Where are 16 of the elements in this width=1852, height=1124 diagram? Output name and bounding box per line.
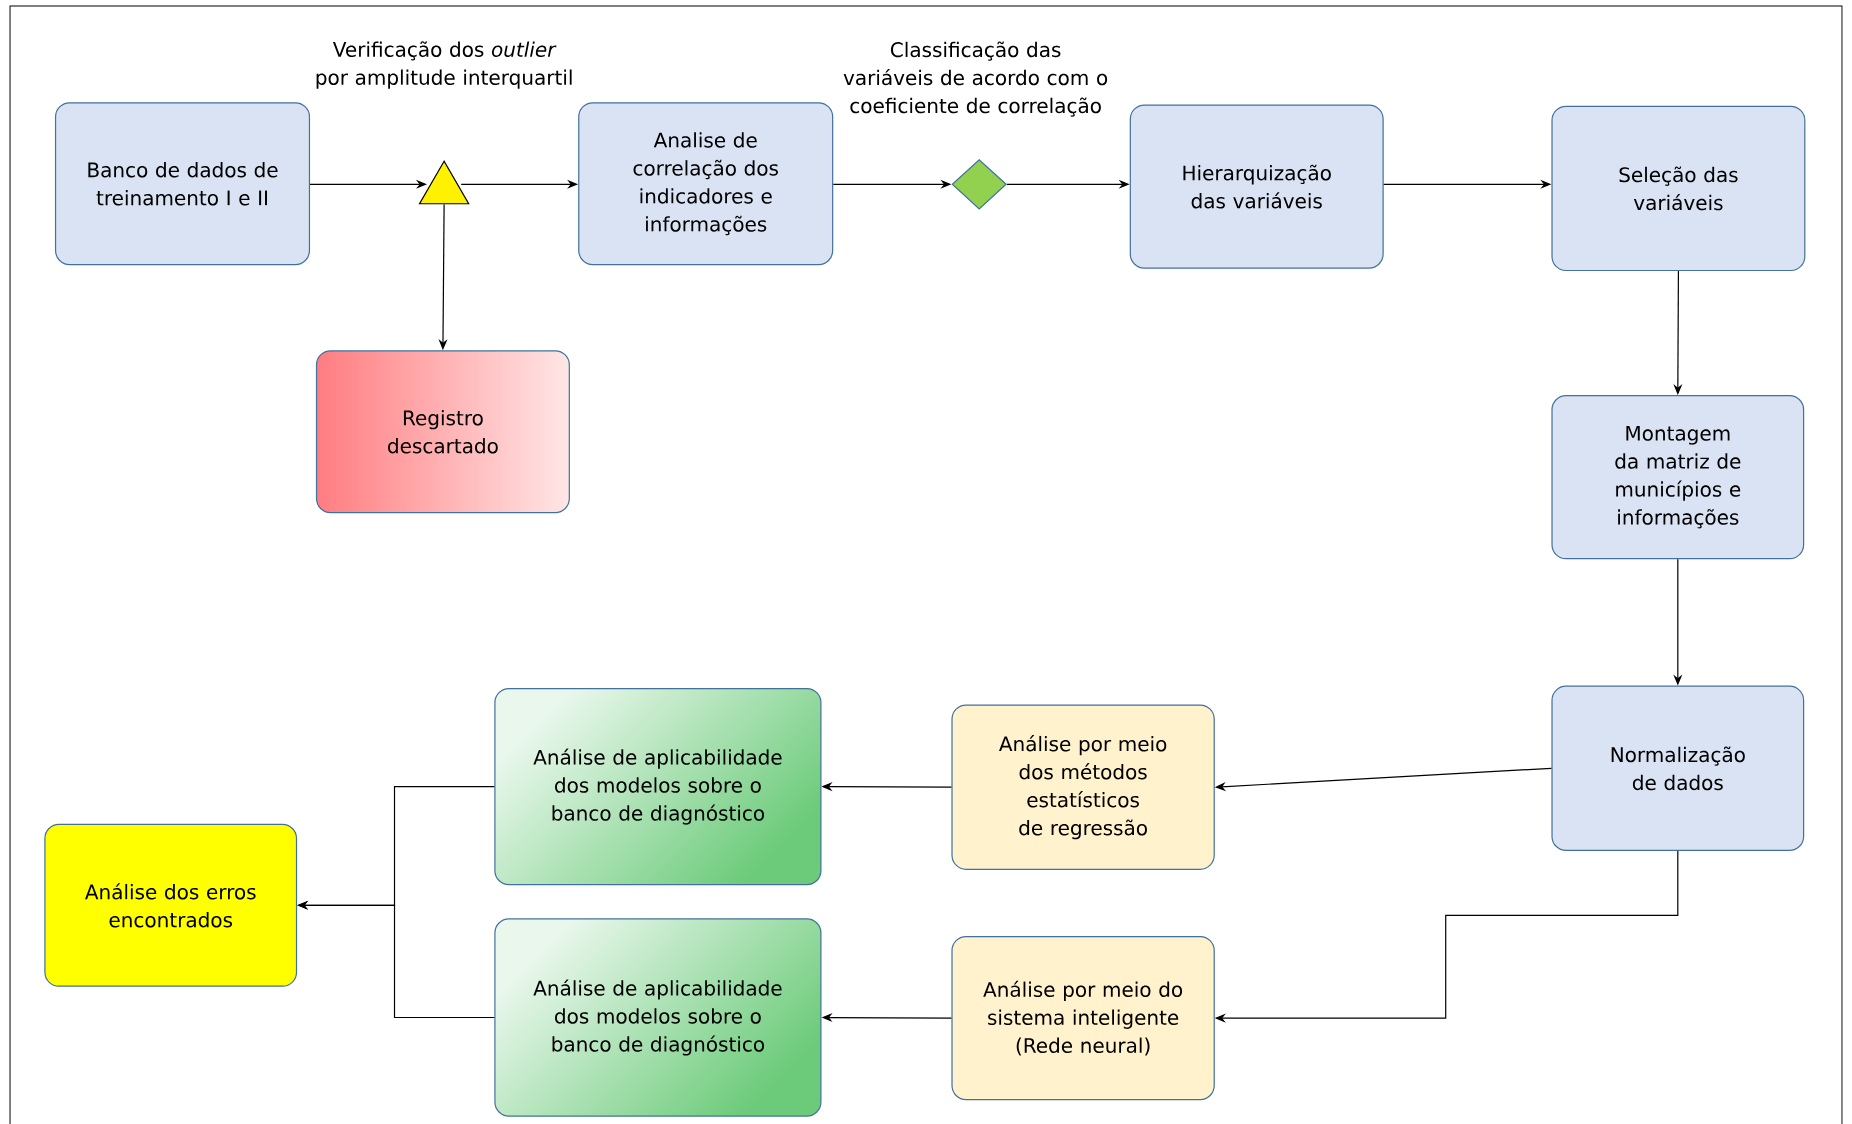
process-box: Análise por meio do sistema inteligente (Rede neural) [951,936,1215,1101]
decision-diamond [951,158,1007,210]
process-box: Montagem da matriz de municípios e informações [1551,395,1805,560]
process-box: Análise dos erros encontrados [44,823,298,987]
annotation-text: Classificação das variáveis de acordo com o coeficiente de correlação [843,41,1108,117]
process-box: Banco de dados de treinamento I e II [54,102,311,266]
process-box: Análise de aplicabilidade dos modelos sobre o banco de diagnóstico [494,687,822,886]
process-box: Seleção das variáveis [1551,105,1806,272]
process-box: Registro descartado [315,350,570,514]
process-box: Analise de correlação dos indicadores e informações [578,102,834,266]
process-box: Normalização de dados [1551,685,1805,851]
triangle-marker [418,160,470,205]
process-box: Hierarquização das variáveis [1129,104,1384,269]
annotation-text: Verificação dos outlier por amplitude interquartil [316,41,572,89]
process-box: Análise por meio dos métodos estatísticos de regressão [951,704,1215,870]
process-box: Análise de aplicabilidade dos modelos sobre o banco de diagnóstico [494,918,822,1117]
